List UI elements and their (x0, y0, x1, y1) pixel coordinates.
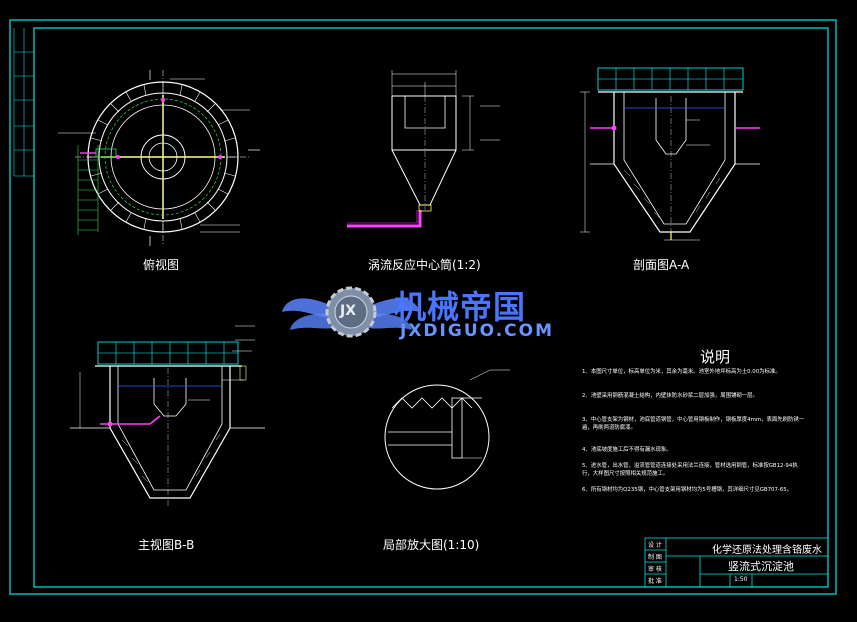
vortex-tube-label: 涡流反应中心筒(1:2) (368, 258, 481, 272)
note-item: 3、中心管支架为钢材，池底管道钢管，中心管用钢板制作，钢板厚度4mm，表面先刷防… (582, 417, 805, 431)
outer-frame (9, 19, 837, 595)
title-block-label-design: 设 计 (648, 542, 662, 549)
top-view-stairs (77, 145, 99, 235)
note-item: 5、进水管，出水管，溢流管管道连接处采用法兰连接，管材选用钢管，标准按GB12-… (582, 463, 798, 477)
front-view-bb (70, 325, 265, 506)
top-view (58, 70, 260, 246)
note-item: 6、所有钢材均为Q235钢，中心管支架用钢材均为5号槽钢，其详细尺寸见GB707… (582, 487, 793, 493)
title-block-drawing: 竖流式沉淀池 (728, 560, 794, 573)
title-block-scale: 1:50 (734, 576, 748, 583)
title-block-label-check: 审 核 (648, 566, 662, 573)
note-item: 4、池底坡度施工后不得有漏水现象。 (582, 447, 672, 453)
watermark-brand: 机械帝国 (394, 288, 527, 326)
detail-view (384, 369, 510, 490)
watermark-domain: JXDIGUO.COM (400, 321, 555, 341)
front-view-hatch (121, 433, 221, 483)
vortex-tube-view (347, 70, 500, 228)
section-aa-label: 剖面图A-A (633, 258, 690, 272)
section-aa-hatch (623, 169, 721, 219)
note-item: 1、本图尺寸单位，标高单位为米，其余为毫米。池室外地坪标高为土0.00为标准。 (582, 369, 781, 375)
top-view-label: 俯视图 (143, 258, 180, 272)
section-aa-view (580, 67, 760, 241)
detail-view-label: 局部放大图(1:10) (383, 538, 480, 552)
title-block (644, 537, 829, 588)
title-block-label-approve: 批 准 (648, 578, 662, 585)
binding-strip (13, 28, 34, 177)
watermark-logo-letters: JX (340, 303, 357, 319)
title-block-label-draw: 制 图 (648, 554, 662, 561)
watermark-logo (282, 286, 420, 338)
notes-title: 说明 (700, 348, 731, 366)
inner-frame (33, 27, 829, 588)
front-view-label: 主视图B-B (138, 538, 195, 552)
note-item: 2、池壁采用钢筋混凝土结构，内壁抹防水砂浆二层加强，周围铺砌一层。 (582, 393, 758, 399)
title-block-project: 化学还原法处理含铬废水 (712, 545, 822, 556)
